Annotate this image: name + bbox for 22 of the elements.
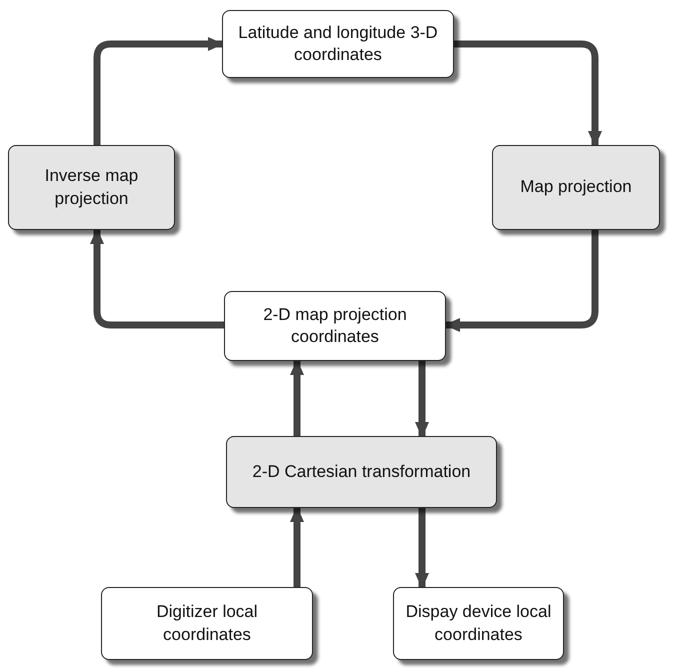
arrow bbox=[415, 361, 429, 438]
box-label: Digitizer local coordinates bbox=[155, 601, 259, 646]
box-label: Map projection bbox=[520, 176, 632, 198]
process-box bbox=[222, 10, 454, 78]
arrow bbox=[415, 508, 429, 589]
process-box bbox=[492, 145, 660, 230]
arrow bbox=[290, 359, 304, 436]
arrow bbox=[444, 230, 598, 332]
box-label: Latitude and longitude 3-D coordinates bbox=[237, 22, 439, 66]
arrow bbox=[94, 37, 224, 145]
process-box bbox=[393, 587, 564, 660]
process-box bbox=[8, 145, 175, 230]
arrow bbox=[290, 506, 304, 587]
process-box bbox=[226, 436, 497, 508]
box-label: 2-D map projection coordinates bbox=[262, 304, 408, 348]
arrow bbox=[454, 40, 602, 147]
process-box bbox=[224, 291, 446, 361]
box-label: Inverse map projection bbox=[44, 165, 140, 210]
process-box bbox=[101, 587, 313, 660]
box-label: Dispay device local coordinates bbox=[404, 601, 552, 646]
box-label: 2-D Cartesian transformation bbox=[252, 460, 471, 483]
arrow bbox=[90, 228, 224, 328]
